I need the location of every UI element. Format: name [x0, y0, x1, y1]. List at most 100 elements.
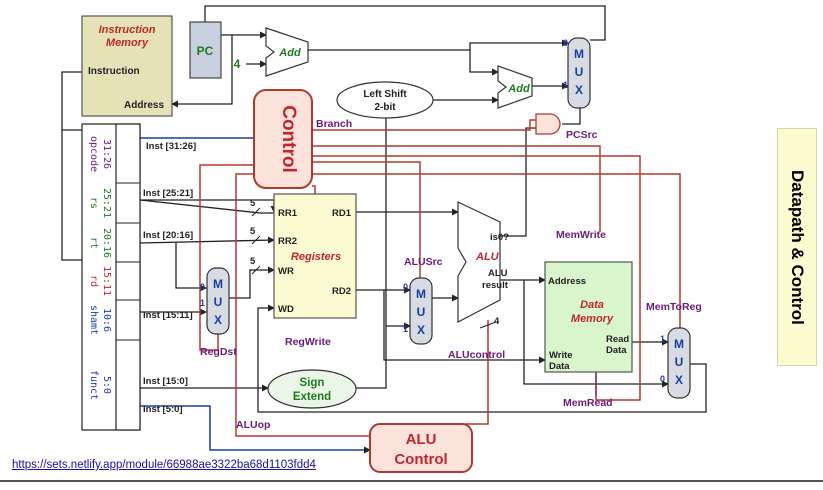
- side-title: Datapath & Control: [788, 169, 807, 325]
- wd-port: WD: [278, 304, 294, 315]
- alusrc-mux-in0: 0: [403, 282, 408, 292]
- write-data-line2: Data: [549, 361, 570, 372]
- module-link[interactable]: https://sets.netlify.app/module/66988ae3…: [12, 459, 316, 471]
- aluop-signal: ALUop: [236, 419, 270, 431]
- inst-15-11-label: Inst [15:11]: [143, 310, 193, 321]
- adder-pc-plus-4: Add: [265, 27, 309, 77]
- field-bits-rd: 15:11: [101, 266, 112, 296]
- is0-port: is0?: [490, 232, 509, 243]
- svg-text:U: U: [214, 295, 223, 309]
- side-title-panel: Datapath & Control: [777, 128, 817, 366]
- field-name-rd: rd: [88, 275, 99, 287]
- sign-extend: Sign Extend: [267, 369, 357, 409]
- memtoreg-mux-in1: 1: [660, 334, 665, 344]
- bottom-divider: [0, 480, 823, 482]
- pc-register: PC: [189, 21, 222, 79]
- svg-text:U: U: [417, 305, 426, 319]
- svg-text:U: U: [675, 355, 684, 369]
- pc-mux-m: M: [574, 47, 584, 61]
- regdst-mux-in0: 0: [200, 282, 205, 292]
- field-bits-opcode: 31:26: [101, 139, 112, 169]
- control-unit: Control: [253, 89, 313, 189]
- alu-control-line1: ALU: [406, 431, 437, 448]
- field-name-opcode: opcode: [88, 136, 99, 172]
- alusrc-signal: ALUSrc: [404, 256, 443, 268]
- width-five-rr1: 5: [250, 198, 256, 209]
- sign-extend-line1: Sign: [300, 377, 325, 389]
- svg-text:M: M: [416, 287, 426, 301]
- opcode-wires: [140, 137, 371, 454]
- dmem-label-line2: Memory: [571, 313, 614, 325]
- pcsrc-signal: PCSrc: [566, 129, 598, 141]
- inst-25-21-label: Inst [25:21]: [143, 188, 193, 199]
- svg-text:M: M: [674, 337, 684, 351]
- pc-label: PC: [197, 44, 214, 58]
- svg-text:X: X: [675, 373, 683, 387]
- rd2-port: RD2: [332, 286, 351, 297]
- memread-signal: MemRead: [563, 397, 613, 409]
- svg-text:M: M: [213, 277, 223, 291]
- regdst-mux: M U X 0 1: [200, 267, 230, 335]
- memtoreg-signal: MemToReg: [646, 301, 702, 313]
- rr2-port: RR2: [278, 236, 297, 247]
- pc-mux-in1: 1: [563, 80, 568, 90]
- memwrite-signal: MemWrite: [556, 229, 606, 241]
- write-data-line1: Write: [549, 350, 573, 361]
- imem-instruction-port: Instruction: [88, 66, 140, 77]
- instruction-field-bus: [81, 123, 141, 431]
- svg-text:X: X: [214, 313, 222, 327]
- alu-label: ALU: [475, 251, 500, 263]
- read-data-line2: Data: [606, 345, 627, 356]
- left-shift-line1: Left Shift: [363, 89, 407, 100]
- registers-label: Registers: [291, 251, 341, 263]
- dmem-label-line1: Data: [580, 299, 604, 311]
- read-data-line1: Read: [606, 334, 629, 345]
- bus-width-ticks: [251, 207, 497, 329]
- adder-branch-target: Add: [497, 65, 533, 109]
- left-shift-line2: 2-bit: [374, 102, 396, 113]
- dmem-address-port: Address: [548, 276, 586, 287]
- alu-control-unit: ALU Control: [369, 423, 473, 473]
- alucontrol-signal: ALUcontrol: [448, 349, 505, 361]
- regdst-mux-in1: 1: [200, 298, 205, 308]
- width-five-rr2: 5: [250, 226, 256, 237]
- width-four-alu: 4: [494, 316, 500, 327]
- field-bits-funct: 5:0: [101, 376, 112, 394]
- branch-signal: Branch: [316, 118, 352, 130]
- pc-mux: M U X 0 1: [563, 37, 591, 109]
- regwrite-signal: RegWrite: [285, 336, 331, 348]
- inst-31-26-label: Inst [31:26]: [146, 141, 196, 152]
- imem-address-port: Address: [124, 100, 164, 111]
- rr1-port: RR1: [278, 208, 298, 219]
- field-bits-rs: 25:21: [101, 188, 112, 218]
- inst-15-0-label: Inst [15:0]: [143, 376, 188, 387]
- svg-text:X: X: [417, 323, 425, 337]
- add1-label: Add: [278, 47, 301, 59]
- memtoreg-mux: M U X 1 0: [660, 327, 691, 399]
- data-memory: Address Data Memory Read Data Write Data: [544, 261, 633, 373]
- field-bits-shamt: 10:6: [101, 308, 112, 332]
- regdst-signal: RegDst: [200, 346, 237, 358]
- alu-result-line1: ALU: [488, 268, 508, 279]
- alusrc-mux-in1: 1: [403, 324, 408, 334]
- sign-extend-line2: Extend: [293, 391, 331, 403]
- alu-result-line2: result: [482, 280, 509, 291]
- pc-mux-x: X: [575, 83, 583, 97]
- memtoreg-mux-in0: 0: [660, 374, 665, 384]
- datapath-wires: [61, 5, 707, 413]
- branch-and-gate: [535, 113, 561, 135]
- width-five-wr: 5: [250, 256, 256, 267]
- alu: is0? ALU ALU result: [457, 201, 509, 323]
- field-bits-rt: 20:16: [101, 228, 112, 258]
- left-shift-2: Left Shift 2-bit: [336, 81, 434, 119]
- alu-control-line2: Control: [394, 451, 447, 468]
- inst-20-16-label: Inst [20:16]: [143, 230, 193, 241]
- inst-5-0-label: Inst [5:0]: [143, 404, 183, 415]
- constant-four: 4: [234, 57, 241, 71]
- field-name-rs: rs: [88, 197, 99, 209]
- register-file: RR1 RR2 WR WD RD1 RD2 Registers: [273, 193, 357, 319]
